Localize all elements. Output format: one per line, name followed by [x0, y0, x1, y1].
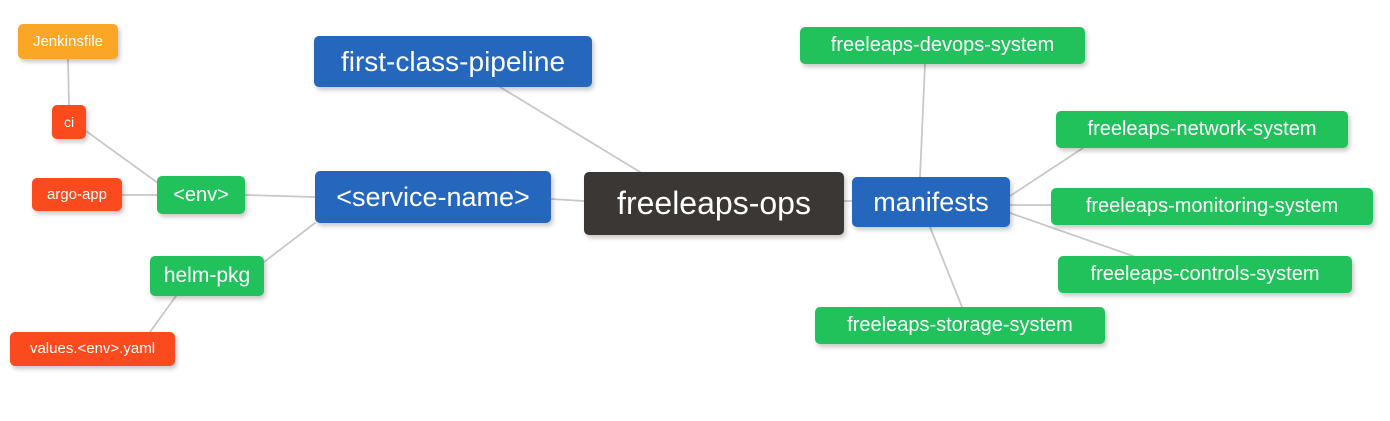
node-label-service-name: <service-name>	[336, 181, 530, 212]
edge-ci-to-env	[85, 130, 159, 184]
node-label-freeleaps-monitoring-system: freeleaps-monitoring-system	[1085, 195, 1339, 217]
node-label-freeleaps-network-system: freeleaps-network-system	[1087, 118, 1317, 140]
edge-jenkinsfile-to-ci	[67, 58, 70, 106]
node-values-yaml[interactable]: values.<env>.yaml	[10, 332, 175, 366]
node-label-helm-pkg: helm-pkg	[163, 263, 251, 287]
node-label-freeleaps-storage-system: freeleaps-storage-system	[847, 314, 1073, 336]
node-argo-app[interactable]: argo-app	[32, 178, 122, 211]
node-label-env: <env>	[173, 183, 229, 206]
node-helm-pkg[interactable]: helm-pkg	[150, 256, 264, 296]
edge-service-name-to-helm-pkg	[263, 222, 316, 263]
node-freeleaps-ops[interactable]: freeleaps-ops	[584, 172, 844, 235]
node-ci[interactable]: ci	[52, 105, 86, 139]
node-freeleaps-devops-system[interactable]: freeleaps-devops-system	[800, 27, 1085, 64]
node-label-manifests: manifests	[873, 186, 989, 217]
node-env[interactable]: <env>	[157, 176, 245, 214]
node-first-class-pipeline[interactable]: first-class-pipeline	[314, 36, 592, 87]
node-label-jenkinsfile: Jenkinsfile	[32, 32, 104, 50]
node-jenkinsfile[interactable]: Jenkinsfile	[18, 24, 118, 59]
node-manifests[interactable]: manifests	[852, 177, 1010, 227]
edge-env-to-service-name	[244, 194, 316, 198]
node-freeleaps-monitoring-system[interactable]: freeleaps-monitoring-system	[1051, 188, 1373, 225]
edge-manifests-to-freeleaps-devops-system	[919, 63, 926, 178]
node-label-freeleaps-controls-system: freeleaps-controls-system	[1090, 263, 1320, 285]
edge-first-class-pipeline-to-freeleaps-ops	[499, 86, 641, 173]
edge-service-name-to-freeleaps-ops	[550, 198, 585, 202]
edge-helm-pkg-to-values-yaml	[149, 295, 177, 333]
node-label-freeleaps-ops: freeleaps-ops	[617, 184, 811, 221]
node-freeleaps-storage-system[interactable]: freeleaps-storage-system	[815, 307, 1105, 344]
node-label-first-class-pipeline: first-class-pipeline	[340, 45, 566, 77]
node-freeleaps-network-system[interactable]: freeleaps-network-system	[1056, 111, 1348, 148]
node-label-argo-app: argo-app	[46, 185, 108, 203]
node-label-freeleaps-devops-system: freeleaps-devops-system	[830, 34, 1055, 56]
node-freeleaps-controls-system[interactable]: freeleaps-controls-system	[1058, 256, 1352, 293]
edge-manifests-to-freeleaps-storage-system	[929, 226, 963, 308]
node-label-ci: ci	[63, 113, 75, 130]
node-label-values-yaml: values.<env>.yaml	[29, 340, 156, 358]
node-service-name[interactable]: <service-name>	[315, 171, 551, 223]
